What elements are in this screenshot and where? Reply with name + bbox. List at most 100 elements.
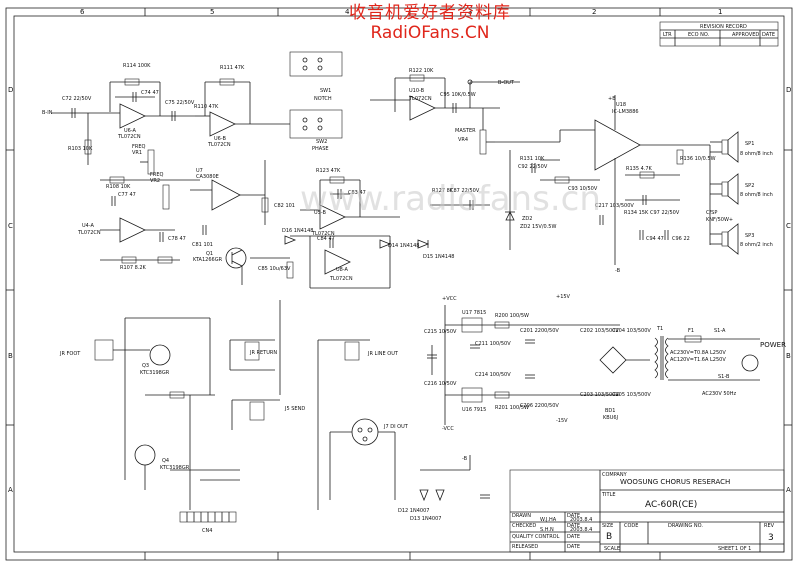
u8a-part: TL072CN: [329, 276, 353, 282]
s1b-label: S1-B: [718, 374, 730, 380]
r114-label: R114 100K: [123, 63, 151, 69]
diode-d15: [417, 239, 430, 249]
zener-zd2: [505, 211, 515, 221]
date-label: DATE: [567, 544, 580, 550]
quality-label: QUALITY CONTROL: [512, 534, 560, 540]
c97-label: C217 103/500V: [595, 203, 634, 209]
code-label: CODE: [624, 523, 638, 529]
released-label: RELEASED: [512, 544, 538, 550]
u17-label: U17 7815: [462, 310, 486, 316]
date-2: 2003.8.4: [570, 527, 592, 533]
jack-line-out: [344, 341, 360, 361]
sheet-value: 1 OF 1: [735, 546, 751, 552]
diode-d16: [284, 235, 297, 245]
date-label: DATE: [567, 523, 580, 529]
size-label: SIZE: [602, 523, 613, 529]
column-label: 2: [592, 8, 596, 16]
freq-pot-label: FREQ: [150, 172, 164, 178]
d15-label: D15 1N4148: [423, 254, 454, 260]
switch-sw1: [289, 51, 343, 77]
c88-label: C87 22/50V: [450, 188, 480, 194]
mains-inlet: [741, 354, 759, 372]
c83-label: C83 47: [348, 190, 366, 196]
vr2-label: VR2: [150, 178, 160, 184]
c95-label: C96 22: [672, 236, 690, 242]
sp1-note: 8 ohm/8 inch: [740, 151, 773, 157]
drawing-no-label: DRAWING NO.: [668, 523, 703, 529]
u18-part: IC-LM3886: [612, 109, 639, 115]
u16-label: U16 7915: [462, 407, 486, 413]
sp2-label: SP2: [745, 183, 754, 189]
mains-label: AC230V 50Hz: [702, 391, 736, 397]
c74-label: C74 47: [141, 90, 159, 96]
vcc-plus-label: +VCC: [442, 296, 457, 302]
opamp-u5b: [319, 204, 346, 230]
date-1: 2003.8.4: [570, 517, 592, 523]
opamp-u6b: [209, 111, 236, 137]
u6a-part: TL072CN: [117, 134, 141, 140]
u4a-part: TL072CN: [77, 230, 101, 236]
phase-label: PHASE: [312, 146, 329, 152]
watermark: 收音机爱好者资料库 RadiOFans.CN: [300, 3, 560, 43]
jack-return: [244, 341, 260, 361]
diode-d12: [419, 489, 429, 502]
c78-label: C78 47: [168, 236, 186, 242]
q4-part: KTC3198GR: [160, 465, 190, 471]
revision-header: LTR: [663, 32, 672, 38]
rev-value: 3: [768, 533, 774, 543]
row-label: B: [8, 352, 13, 360]
d14-label: D14 1N4148: [388, 243, 419, 249]
u6b-part: TL072CN: [207, 142, 231, 148]
speaker-sp3: [710, 223, 739, 255]
zd2-rating: ZD2 15V/0.5W: [520, 224, 556, 230]
r123-label: R123 47K: [316, 168, 341, 174]
title-block: COMPANY WOOSUNG CHORUS RESERACH TITLE AC…: [509, 469, 785, 553]
r103-label: R103 10K: [68, 146, 93, 152]
regulator-u17: [461, 317, 483, 333]
r110-label: R110 47K: [194, 104, 219, 110]
row-label: C: [8, 222, 13, 230]
c77-label: C77 47: [118, 192, 136, 198]
row-label: A: [786, 486, 791, 494]
u6b-label: U6-B: [214, 136, 226, 142]
c202-label: C202 103/500V: [580, 328, 619, 334]
f1-label: F1: [688, 328, 694, 334]
di-out-label: J7 DI OUT: [383, 424, 409, 430]
diode-d14: [379, 239, 392, 249]
c205-label: C205 103/500V: [612, 392, 651, 398]
minus15v-label: -15V: [556, 418, 568, 424]
sw2-label: SW2: [316, 139, 327, 145]
row-label: B: [786, 352, 791, 360]
crossover-label: C/SP: [706, 210, 717, 216]
opamp-u6a: [119, 103, 146, 129]
c206-label: C206 2200/50V: [520, 403, 559, 409]
c214-label: C214 100/50V: [475, 372, 511, 378]
r201-label: R201 100/5W: [495, 405, 529, 411]
master-label: MASTER: [455, 128, 476, 134]
regulator-u16: [461, 387, 483, 403]
r111-label: R111 47K: [220, 65, 245, 71]
size-value: B: [606, 532, 612, 542]
u6a-label: U6-A: [124, 128, 137, 134]
speaker-sp2: [710, 173, 739, 205]
u4a-label: U4-A: [82, 223, 95, 229]
c94-label: C97 22/50V: [650, 210, 680, 216]
grid-row-markers: D C B A D C B A: [6, 86, 792, 494]
line-out-jack-label: JR LINE OUT: [367, 351, 399, 357]
r134-label: R134 15K: [624, 210, 649, 216]
c87-label: C95 10K/0.5W: [440, 92, 476, 98]
zd2-label: ZD2: [522, 216, 532, 222]
input-node-label: B-IN: [42, 110, 53, 116]
bd1-part: KBU6J: [603, 415, 618, 421]
title-label: TITLE: [601, 492, 616, 498]
d13-label: D13 1N4007: [410, 516, 441, 522]
opamp-u10b: [409, 95, 436, 121]
switch-sw2: [289, 109, 343, 139]
c90-label: C85 10u/63V: [258, 266, 291, 272]
column-label: 5: [210, 8, 214, 16]
column-label: 6: [80, 8, 85, 16]
date-label: DATE: [567, 513, 580, 519]
fuse-rating-120: AC120V=T1.6A L250V: [670, 357, 726, 363]
revision-title: REVISION RECORD: [700, 24, 747, 30]
